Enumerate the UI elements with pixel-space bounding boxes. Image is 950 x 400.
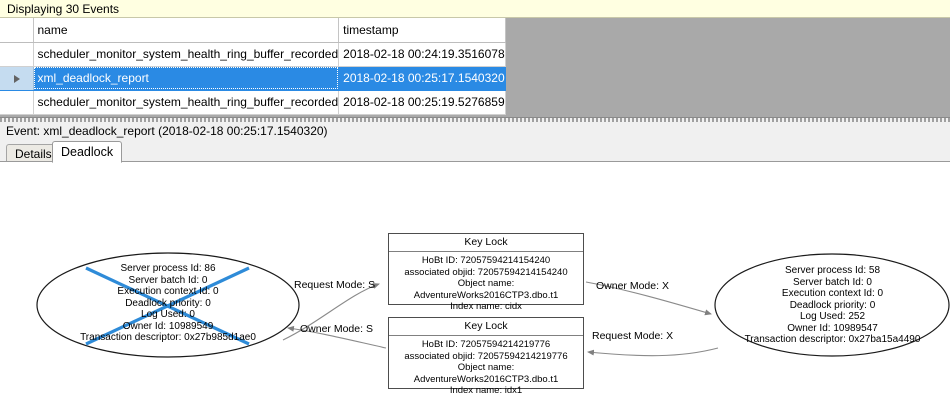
events-banner-label: Displaying 30 Events [7,2,120,16]
edge-request-s-line [282,283,380,341]
column-header-selector[interactable] [0,18,34,43]
event-header: Event: xml_deadlock_report (2018-02-18 0… [0,122,950,140]
tab-details[interactable]: Details [6,144,61,162]
deadlock-graph-svg [36,252,950,358]
resource-top-body: HoBt ID: 72057594214154240 associated ob… [389,252,583,313]
edge-request-x-line [587,347,719,357]
events-grid[interactable]: name timestamp scheduler_monitor_system_… [0,18,950,118]
row-selector-cell[interactable] [0,66,34,91]
row-arrow-icon [14,74,20,83]
events-banner: Displaying 30 Events [0,0,950,18]
edge-label-request-s: Request Mode: S [294,279,376,291]
edge-owner-x-line [585,281,712,316]
cell-timestamp[interactable]: 2018-02-18 00:25:19.5276859 [338,90,506,115]
table-header-row: name timestamp [0,18,506,43]
resource-top-line: Index name: cidx [450,301,522,312]
resource-top-line: Object name: AdventureWorks2016CTP3.dbo.… [413,278,559,301]
cell-name[interactable]: xml_deadlock_report [33,66,340,91]
victim-cross-icon [85,266,250,346]
edge-label-owner-s: Owner Mode: S [300,323,373,335]
resource-bottom-line: Object name: AdventureWorks2016CTP3.dbo.… [413,362,559,385]
column-header-timestamp[interactable]: timestamp [338,18,506,43]
table-row[interactable]: scheduler_monitor_system_health_ring_buf… [0,90,506,115]
resource-node-key-lock-bottom[interactable]: Key Lock HoBt ID: 72057594214219776 asso… [388,317,584,396]
resource-bottom-line: Index name: idx1 [449,385,523,396]
tab-deadlock[interactable]: Deadlock [52,141,123,163]
resource-bottom-line: HoBt ID: 72057594214219776 [421,339,551,350]
cell-name[interactable]: scheduler_monitor_system_health_ring_buf… [33,42,340,67]
edge-label-request-x: Request Mode: X [592,330,674,342]
cell-timestamp[interactable]: 2018-02-18 00:25:17.1540320 [338,66,506,91]
resource-top-title: Key Lock [389,234,583,252]
resource-top-line: HoBt ID: 72057594214154240 [421,255,551,266]
resource-top-line: associated objid: 72057594214154240 [404,266,568,278]
row-selector-cell[interactable] [0,90,34,115]
process-node-right-ellipse[interactable] [714,253,950,357]
column-header-name[interactable]: name [33,18,340,43]
splitter-handle[interactable] [0,118,950,122]
edge-label-owner-x: Owner Mode: X [596,280,669,292]
event-header-label: Event: xml_deadlock_report (2018-02-18 0… [6,124,328,138]
cell-timestamp[interactable]: 2018-02-18 00:24:19.3516078 [338,42,506,67]
resource-bottom-line: associated objid: 72057594214219776 [404,350,568,362]
deadlock-graph-canvas[interactable]: Server process Id: 86 Server batch Id: 0… [0,161,950,400]
resource-bottom-title: Key Lock [389,318,583,336]
cell-name[interactable]: scheduler_monitor_system_health_ring_buf… [33,90,340,115]
tab-strip: Details Deadlock [0,140,950,163]
edge-owner-s-line [287,325,387,349]
table-row[interactable]: xml_deadlock_report 2018-02-18 00:25:17.… [0,66,506,91]
row-selector-cell[interactable] [0,42,34,67]
resource-node-key-lock-top[interactable]: Key Lock HoBt ID: 72057594214154240 asso… [388,233,584,312]
table-row[interactable]: scheduler_monitor_system_health_ring_buf… [0,42,506,67]
resource-bottom-body: HoBt ID: 72057594214219776 associated ob… [389,336,583,397]
events-table: name timestamp scheduler_monitor_system_… [0,18,506,115]
